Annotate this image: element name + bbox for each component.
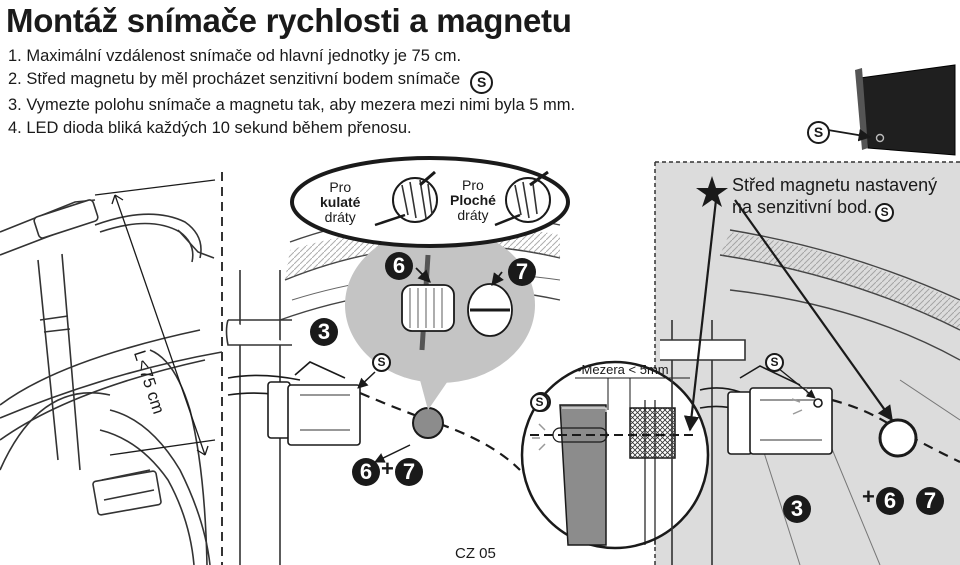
callout-7-middle: 7 [395,458,423,486]
step-4: 4. LED dioda bliká každých 10 sekund běh… [8,119,412,137]
flat-pro: Pro [462,177,484,193]
flat-wires: dráty [457,207,489,223]
flat-type: Ploché [450,192,496,208]
round-pro: Pro [329,179,352,195]
instruction-list: 1. Maximální vzdálenost snímače od hlavn… [8,45,575,140]
callout-7-right: 7 [916,487,944,515]
magnet-right [878,418,918,458]
callout-6-middle: 6 [352,458,380,486]
note-line-2-text: na senzitivní bod. [732,197,873,217]
callout-6-top: 6 [385,252,413,280]
magnet-middle [412,407,444,439]
step-2-text: 2. Střed magnetu by měl procházet senzit… [8,70,461,88]
gap-detail-circle [520,360,710,550]
head-unit [855,64,956,156]
speed-sensor-middle [227,361,361,446]
speed-sensor-right [699,365,833,455]
sensor-point-icon: S [470,71,494,94]
sensor-point-marker-middle: S [372,353,391,372]
right-panel-background [655,162,960,565]
note-line-2: na senzitivní bod.S [732,196,937,222]
star-icon [696,176,728,207]
step-3: 3. Vymezte polohu snímače a magnetu tak,… [8,96,576,114]
distance-indicator [94,179,216,456]
page-footer: CZ 05 [455,545,496,562]
sensor-point-marker-head: S [807,121,830,144]
round-type: kulaté [320,194,361,210]
step-2: 2. Střed magnetu by měl procházet senzit… [8,68,575,94]
note-sensor-icon: S [875,203,895,222]
callout-plus-right: + [862,484,875,509]
note-line-1: Střed magnetu nastavený [732,175,938,195]
callout-3-middle: 3 [310,318,338,346]
callout-plus-middle: + [381,456,394,481]
step-1: 1. Maximální vzdálenost snímače od hlavn… [8,47,462,65]
magnet-alignment-note: Střed magnetu nastavený na senzitivní bo… [732,174,937,222]
callout-3-right: 3 [783,495,811,523]
callout-6-right: 6 [876,487,904,515]
flat-wire-label: Pro Ploché dráty [450,178,496,223]
callout-7-top: 7 [508,258,536,286]
gap-label: •Mezera < 5mm [577,362,669,377]
bike-frame-drawing [0,199,223,565]
sensor-point-marker-right: S [765,353,784,372]
round-wires: dráty [324,209,356,225]
page-title: Montáž snímače rychlosti a magnetu [6,2,572,39]
round-wire-label: Pro kulaté dráty [320,180,360,225]
fork-tube-right [660,320,746,565]
sensor-point-marker-gap: S [530,393,549,412]
